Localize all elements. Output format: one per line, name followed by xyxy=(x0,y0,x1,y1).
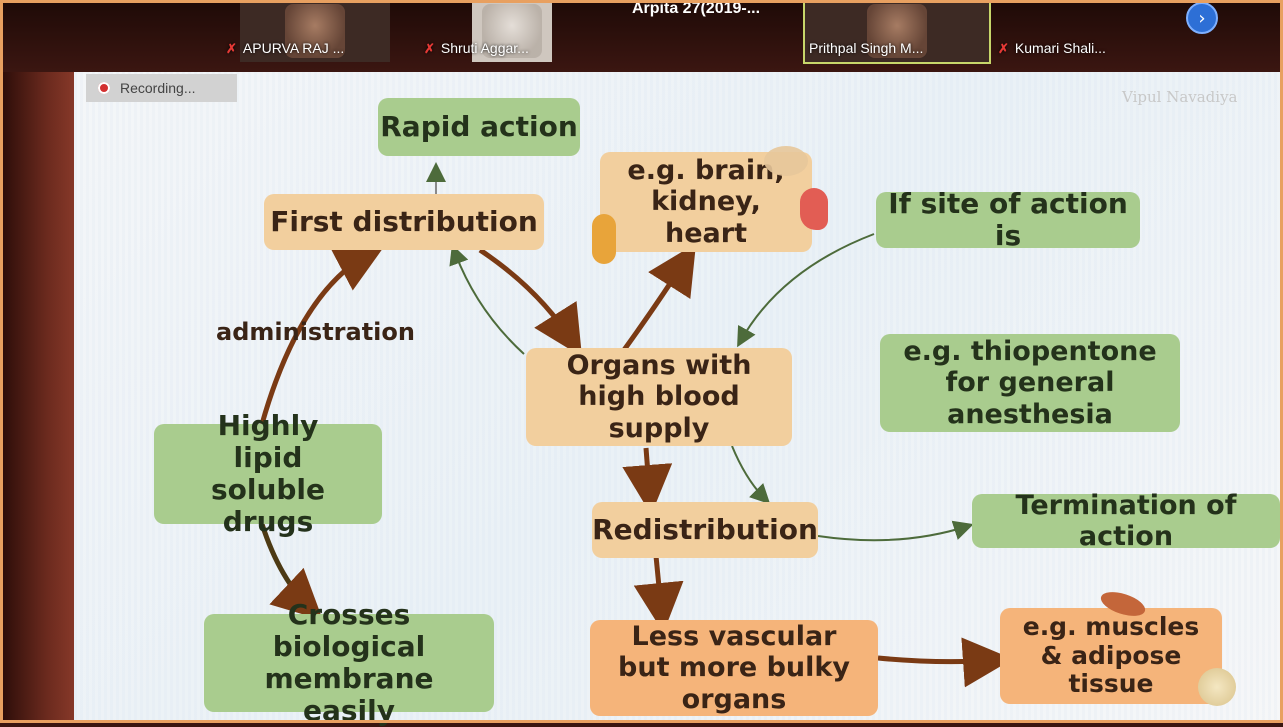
slide-watermark: Vipul Navadiya xyxy=(1122,88,1238,106)
chevron-right-icon: › xyxy=(1198,8,1206,29)
node-organs-high-blood-supply: Organs with high blood supply xyxy=(526,348,792,446)
node-termination-of-action: Termination of action xyxy=(972,490,1280,552)
node-less-vascular-bulky-organs: Less vascular but more bulky organs xyxy=(590,620,878,716)
arrow-redistribution-to-termination xyxy=(817,520,974,542)
label-administration: administration xyxy=(216,318,415,346)
node-if-site-of-action: If site of action is xyxy=(876,187,1140,252)
arrow-organs-to-examples xyxy=(621,243,697,352)
arrow-less-to-muscles xyxy=(877,637,1013,688)
participant-video xyxy=(285,4,345,58)
participant-strip: ✗APURVA RAJ ... ✗Shruti Aggar... Prithpa… xyxy=(0,0,1283,72)
kidney-icon xyxy=(592,214,616,264)
arrow-lipid-to-crosses xyxy=(259,523,323,621)
active-speaker-name: Arpita 27(2019-... xyxy=(632,0,761,17)
arrow-lipid-to-first xyxy=(259,244,386,425)
arrow-site-to-organs xyxy=(737,233,875,348)
node-first-distribution: First distribution xyxy=(264,194,544,250)
participant-name-1: ✗APURVA RAJ ... xyxy=(226,40,345,56)
participant-video xyxy=(482,4,542,58)
arrow-redistribution-to-less-vascular xyxy=(633,555,684,633)
participant-tile-1[interactable] xyxy=(240,0,390,62)
participant-video xyxy=(867,4,927,58)
arrow-organs-to-first xyxy=(449,244,525,355)
node-thiopentone-example: e.g. thiopentone for general anesthesia xyxy=(880,334,1180,432)
next-page-button[interactable]: › xyxy=(1186,2,1218,34)
node-redistribution: Redistribution xyxy=(592,502,818,558)
mic-off-icon: ✗ xyxy=(998,41,1009,56)
participant-tile-2[interactable] xyxy=(472,0,552,62)
node-highly-lipid-soluble-drugs: Highly lipid soluble drugs xyxy=(154,409,382,538)
node-crosses-biological-membrane: Crosses biological membrane easily xyxy=(204,598,494,727)
arrow-organs-to-redistribution xyxy=(622,447,673,515)
recording-indicator[interactable]: Recording... xyxy=(86,74,237,102)
participant-name-3: Prithpal Singh M... xyxy=(809,40,924,56)
mic-off-icon: ✗ xyxy=(226,41,237,56)
background-left xyxy=(0,0,78,723)
record-icon xyxy=(98,82,110,94)
participant-name-2: ✗Shruti Aggar... xyxy=(424,40,529,56)
heart-icon xyxy=(800,188,828,230)
participant-tile-active[interactable] xyxy=(803,0,991,64)
arrow-first-to-organs xyxy=(478,247,582,357)
mic-off-icon: ✗ xyxy=(424,41,435,56)
arrow-organs-to-redistribution-2 xyxy=(731,445,771,505)
adipose-tissue-icon xyxy=(1198,668,1236,706)
participant-name-4: ✗Kumari Shali... xyxy=(998,40,1106,56)
brain-icon xyxy=(764,146,808,176)
node-rapid-action: Rapid action xyxy=(378,98,580,156)
node-muscles-adipose-example: e.g. muscles & adipose tissue xyxy=(1000,608,1222,704)
